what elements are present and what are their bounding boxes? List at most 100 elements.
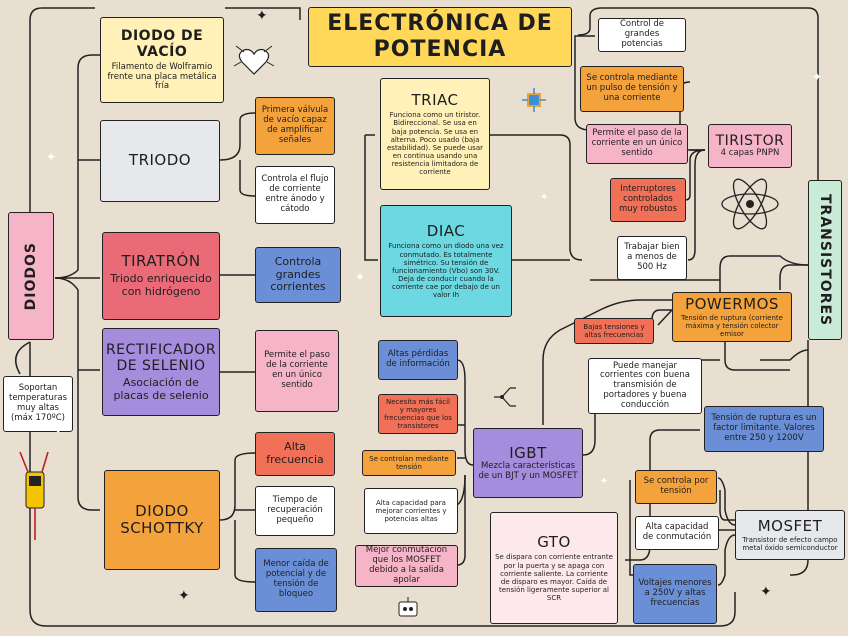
star-icon: ✦ <box>256 8 268 24</box>
star-icon: ✦ <box>812 70 823 84</box>
tiristor-detail-5-text: Trabajar bien a menos de 500 Hz <box>624 242 680 272</box>
diac-node: DIAC Funciona como un diodo una vez conm… <box>380 205 512 317</box>
mosfet-detail-2: Alta capacidad de conmutación <box>635 516 719 550</box>
selenio-node: RECTIFICADOR DE SELENIO Asociación de pl… <box>102 328 220 416</box>
schottky-detail-1-text: Alta frecuencia <box>266 440 324 466</box>
star-icon: ✦ <box>46 150 57 164</box>
igbt-detail-4-text: Alta capacidad para mejorar corrientes y… <box>375 498 447 524</box>
heart-circuit-icon <box>233 45 275 75</box>
chip-icon <box>522 88 546 112</box>
diac-title: DIAC <box>426 222 466 241</box>
tiratron-detail: Controla grandes corrientes <box>255 247 341 303</box>
schottky-detail-3-text: Menor caída de potencial y de tensión de… <box>263 559 329 599</box>
tiratron-desc: Triodo enriquecido con hidrógeno <box>110 272 212 299</box>
mosfet-detail-2-text: Alta capacidad de conmutación <box>642 522 712 542</box>
igbt-detail-2: Necesita más fácil y mayores frecuencias… <box>378 394 458 434</box>
powermos-detail-1-text: Puede manejar corrientes con buena trans… <box>600 360 690 410</box>
tiristor-detail-1-text: Control de grandes potencias <box>619 19 665 49</box>
tiristor-detail-4: Interruptores controlados muy robustos <box>610 178 686 222</box>
tiristor-subtitle: 4 capas PNPN <box>720 148 780 159</box>
tiristor-detail-3: Permite el paso de la corriente en un ún… <box>586 124 688 164</box>
schottky-node: DIODO SCHOTTKY <box>104 470 220 570</box>
diodos-label: DIODOS <box>22 241 39 311</box>
igbt-detail-4: Alta capacidad para mejorar corrientes y… <box>364 488 458 534</box>
powermos-side: Bajas tensiones y altas frecuencias <box>574 318 654 344</box>
triodo-title: TRIODO <box>128 151 192 170</box>
gto-node: GTO Se dispara con corriente entrante po… <box>490 512 618 624</box>
star-icon: ✦ <box>760 584 772 600</box>
igbt-detail-3-text: Se controlan mediante tensión <box>369 454 449 471</box>
mosfet-title: MOSFET <box>757 517 823 536</box>
powermos-detail-1: Puede manejar corrientes con buena trans… <box>588 358 702 414</box>
star-icon: ✦ <box>355 270 366 284</box>
tiristor-title: TIRISTOR <box>715 133 785 150</box>
transistores-node: TRANSISTORES <box>808 180 842 340</box>
igbt-desc: Mezcla características de un BJT y un MO… <box>478 460 578 481</box>
tiristor-detail-3-text: Permite el paso de la corriente en un ún… <box>591 128 683 158</box>
page-title: ELECTRÓNICA DE POTENCIA <box>327 10 553 62</box>
mosfet-detail-1-text: Se controla por tensión <box>643 476 709 496</box>
tiristor-detail-2: Se controla mediante un pulso de tensión… <box>580 66 684 112</box>
tiratron-node: TIRATRÓN Triodo enriquecido con hidrógen… <box>102 232 220 320</box>
schottky-detail-2: Tiempo de recuperación pequeño <box>255 486 335 536</box>
triodo-node: TRIODO <box>100 120 220 202</box>
transistores-label: TRANSISTORES <box>817 193 834 327</box>
igbt-detail-5-text: Mejor conmutación que los MOSFET debido … <box>365 545 448 585</box>
tiristor-detail-2-text: Se controla mediante un pulso de tensión… <box>586 73 678 103</box>
schottky-detail-2-text: Tiempo de recuperación pequeño <box>267 495 323 525</box>
multimeter-icon <box>19 452 49 540</box>
star-icon: ✦ <box>540 192 549 203</box>
selenio-desc: Asociación de placas de selenio <box>113 375 209 402</box>
diac-desc: Funciona como un diodo una vez conmutado… <box>388 242 504 299</box>
tiristor-detail-4-text: Interruptores controlados muy robustos <box>618 184 678 214</box>
igbt-detail-5: Mejor conmutación que los MOSFET debido … <box>355 545 458 587</box>
triodo-detail-1: Primera válvula de vacío capaz de amplif… <box>255 97 335 155</box>
igbt-detail-1: Altas pérdidas de información <box>378 340 458 380</box>
diodos-node: DIODOS <box>8 212 54 340</box>
tiristor-detail-5: Trabajar bien a menos de 500 Hz <box>617 236 687 280</box>
tiratron-title: TIRATRÓN <box>121 252 201 271</box>
selenio-detail: Permite el paso de la corriente en un ún… <box>255 330 339 412</box>
star-icon: ✦ <box>600 476 609 487</box>
mosfet-desc: Transistor de efecto campo metal óxido s… <box>742 535 838 552</box>
powermos-desc: Tensión de ruptura (corriente máxima y t… <box>681 313 783 338</box>
powermos-detail-2: Tensión de ruptura es un factor limitant… <box>704 406 824 452</box>
tiristor-detail-1: Control de grandes potencias <box>598 18 686 52</box>
diodos-note-text: Soportan temperaturas muy altas (máx 170… <box>8 383 68 423</box>
diodos-note: Soportan temperaturas muy altas (máx 170… <box>3 376 73 432</box>
title-box: ELECTRÓNICA DE POTENCIA <box>308 7 572 67</box>
schottky-detail-1: Alta frecuencia <box>255 432 335 476</box>
gto-desc: Se dispara con corriente entrante por la… <box>495 553 613 602</box>
triodo-detail-2: Controla el flujo de corriente entre áno… <box>255 166 335 224</box>
triodo-detail-2-text: Controla el flujo de corriente entre áno… <box>261 174 329 214</box>
diodo-vacio-title: DIODO DE VACÍO <box>120 27 204 60</box>
tiristor-node: TIRISTOR 4 capas PNPN <box>708 124 792 168</box>
star-icon: ✦ <box>54 426 63 437</box>
triac-node: TRIAC Funciona como un tiristor. Bidirec… <box>380 78 490 190</box>
mosfet-detail-3: Voltajes menores a 250V y altas frecuenc… <box>633 564 717 624</box>
robot-icon <box>398 597 418 617</box>
diodo-vacio-node: DIODO DE VACÍO Filamento de Wolframio fr… <box>100 17 224 103</box>
selenio-detail-text: Permite el paso de la corriente en un ún… <box>264 350 330 390</box>
igbt-node: IGBT Mezcla características de un BJT y … <box>473 428 583 498</box>
powermos-title: POWERMOS <box>685 295 779 314</box>
igbt-detail-1-text: Altas pérdidas de información <box>386 349 450 369</box>
powermos-node: POWERMOS Tensión de ruptura (corriente m… <box>672 292 792 342</box>
schottky-title: DIODO SCHOTTKY <box>120 501 204 537</box>
mosfet-node: MOSFET Transistor de efecto campo metal … <box>735 510 845 560</box>
schottky-detail-3: Menor caída de potencial y de tensión de… <box>255 548 337 612</box>
igbt-title: IGBT <box>509 443 547 462</box>
powermos-detail-2-text: Tensión de ruptura es un factor limitant… <box>711 413 817 443</box>
igbt-detail-3: Se controlan mediante tensión <box>362 450 456 476</box>
selenio-title: RECTIFICADOR DE SELENIO <box>105 341 217 374</box>
triac-desc: Funciona como un tiristor. Bidireccional… <box>386 111 483 176</box>
atom-icon <box>721 178 779 230</box>
igbt-detail-2-text: Necesita más fácil y mayores frecuencias… <box>384 397 452 431</box>
triodo-detail-1-text: Primera válvula de vacío capaz de amplif… <box>261 105 329 145</box>
mosfet-detail-3-text: Voltajes menores a 250V y altas frecuenc… <box>638 578 712 608</box>
powermos-side-text: Bajas tensiones y altas frecuencias <box>583 322 645 339</box>
star-icon: ✦ <box>178 588 190 604</box>
tiratron-detail-text: Controla grandes corrientes <box>270 255 326 294</box>
gto-title: GTO <box>537 533 571 552</box>
circuit-brain-icon <box>494 387 516 407</box>
